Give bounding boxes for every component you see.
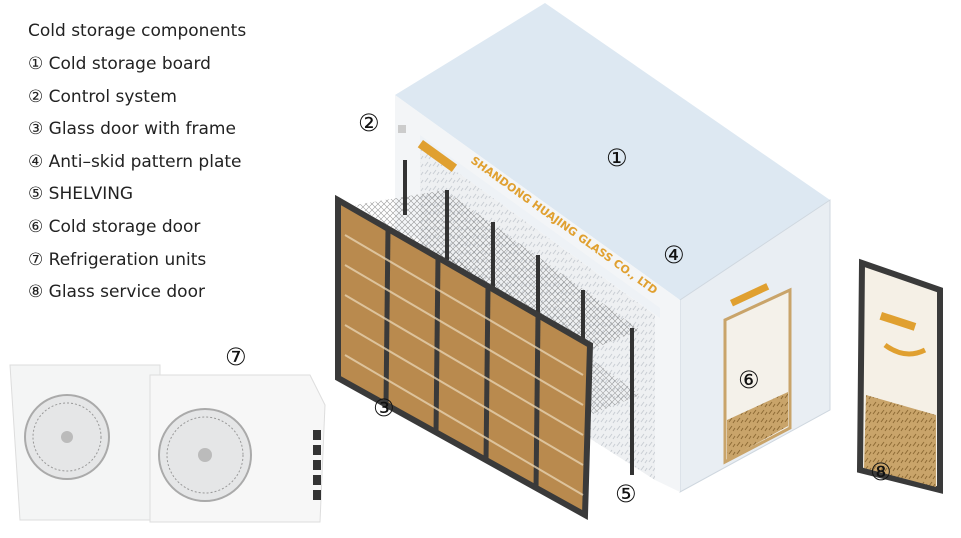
open-front-frame bbox=[395, 95, 680, 492]
legend-item: ⑦ Refrigeration units bbox=[28, 249, 207, 270]
callout-2: ② bbox=[358, 109, 380, 137]
legend-item: ⑥ Cold storage door bbox=[28, 216, 201, 237]
callout-3: ③ bbox=[373, 394, 395, 422]
components-legend: Cold storage components ① Cold storage b… bbox=[28, 19, 246, 313]
brand-logo bbox=[417, 139, 458, 172]
cold-storage-board-top bbox=[395, 3, 830, 300]
callout-8: ⑧ bbox=[870, 458, 892, 486]
glass-service-door bbox=[856, 258, 943, 494]
legend-item: ⑤ SHELVING bbox=[28, 184, 134, 205]
callout-1: ① bbox=[606, 144, 628, 172]
legend-item: ⑧ Glass service door bbox=[28, 282, 205, 303]
brand-strip bbox=[420, 135, 660, 318]
legend-title: Cold storage components bbox=[28, 21, 247, 41]
legend-item: ③ Glass door with frame bbox=[28, 119, 236, 140]
legend-item: ④ Anti–skid pattern plate bbox=[28, 151, 242, 172]
legend-item: ① Cold storage board bbox=[28, 54, 211, 74]
legend-item: ② Control system bbox=[28, 86, 177, 107]
callout-6: ⑥ bbox=[738, 366, 760, 394]
cold-storage-door bbox=[723, 283, 792, 465]
callout-5: ⑤ bbox=[615, 480, 637, 508]
refrigeration-unit bbox=[9, 364, 326, 523]
callout-7: ⑦ bbox=[225, 343, 247, 371]
callout-4: ④ bbox=[663, 241, 685, 269]
glass-doors-with-frame bbox=[335, 194, 594, 521]
control-system-box bbox=[398, 125, 406, 133]
